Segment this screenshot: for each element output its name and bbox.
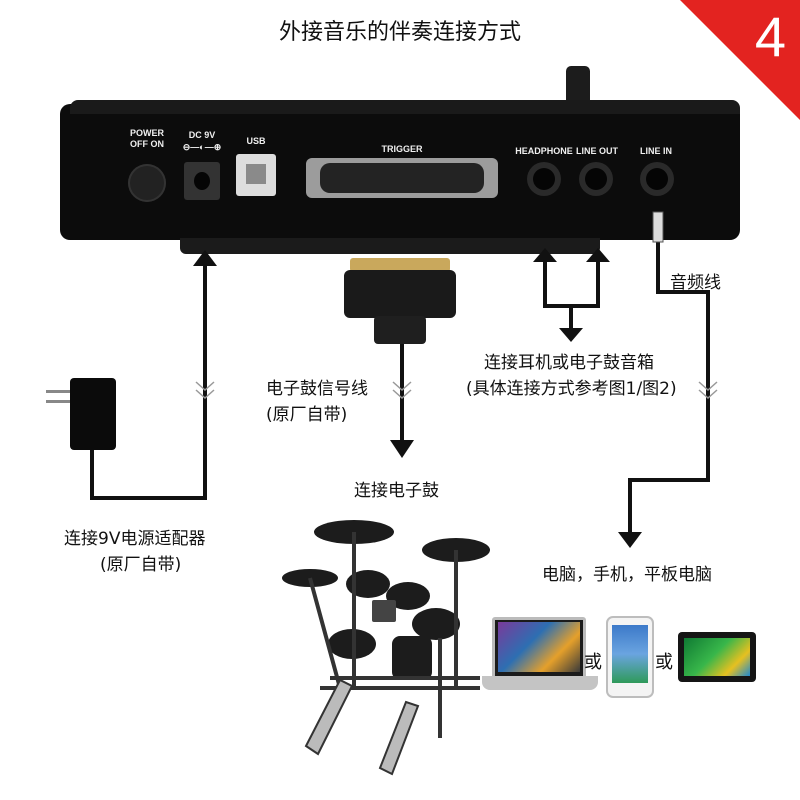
cable-connector-pins <box>350 258 450 272</box>
device-foot <box>180 238 600 254</box>
cable-connector <box>344 270 456 318</box>
adapter-label: 连接9V电源适配器 <box>64 529 206 549</box>
devices-arrow <box>618 532 642 548</box>
connect-drum-label: 连接电子鼓 <box>354 481 439 501</box>
break-mark-adapter <box>195 381 215 400</box>
smartphone-screen-image <box>612 625 648 683</box>
linein-label: LINE IN <box>639 146 672 156</box>
devices-label: 电脑，手机，平板电脑 <box>542 565 712 585</box>
step-number: 4 <box>754 5 786 68</box>
cable-connector-neck <box>374 316 426 344</box>
page-title: 外接音乐的伴奏连接方式 <box>278 20 521 45</box>
audio-plug <box>652 211 664 243</box>
electronic-drum-kit <box>282 520 490 776</box>
tablet-screen-image <box>684 638 750 676</box>
lineout-label: LINE OUT <box>576 146 618 156</box>
headphone-connect-label: 连接耳机或电子鼓音箱 <box>484 353 654 373</box>
audio-cable-label: 音频线 <box>670 273 721 293</box>
usb-port-inner <box>246 164 266 184</box>
power-label: POWER OFF ON <box>129 128 164 149</box>
break-mark-drum <box>392 381 412 400</box>
output-arrow <box>559 328 583 342</box>
break-mark-audio <box>698 381 718 400</box>
or-label-2: 或 <box>655 652 673 673</box>
power-adapter <box>70 378 116 450</box>
usb-label: USB <box>246 136 266 146</box>
trigger-port-inner <box>320 163 484 193</box>
drum-cable-label: 电子鼓信号线 <box>266 379 368 399</box>
laptop-screen-image <box>498 622 580 672</box>
adapter-prong <box>46 400 70 403</box>
lineout-arrow <box>586 248 610 262</box>
headphone-connect-note: (具体连接方式参考图1/图2) <box>466 379 677 399</box>
linein-jack <box>646 168 668 190</box>
power-button <box>128 164 166 202</box>
dc-port-hole <box>194 172 210 190</box>
adapter-line <box>90 258 207 500</box>
or-label-1: 或 <box>584 652 602 673</box>
drum-arrow <box>390 440 414 458</box>
adapter-note: (原厂自带) <box>100 555 182 575</box>
adapter-prong <box>46 390 70 393</box>
adapter-arrow <box>193 250 217 266</box>
laptop-base <box>482 676 598 690</box>
output-fork-line <box>543 255 600 308</box>
headphone-arrow <box>533 248 557 262</box>
drum-cable-note: (原厂自带) <box>266 405 348 425</box>
audio-cable-line <box>628 240 710 540</box>
device-top-edge <box>70 100 740 114</box>
trigger-label: TRIGGER <box>381 144 423 154</box>
dc-polarity-icon: ⊖—◐—⊕ <box>182 142 222 152</box>
headphone-label: HEADPHONE <box>515 146 573 156</box>
headphone-jack <box>533 168 555 190</box>
dc-label: DC 9V <box>188 130 216 140</box>
lineout-jack <box>585 168 607 190</box>
